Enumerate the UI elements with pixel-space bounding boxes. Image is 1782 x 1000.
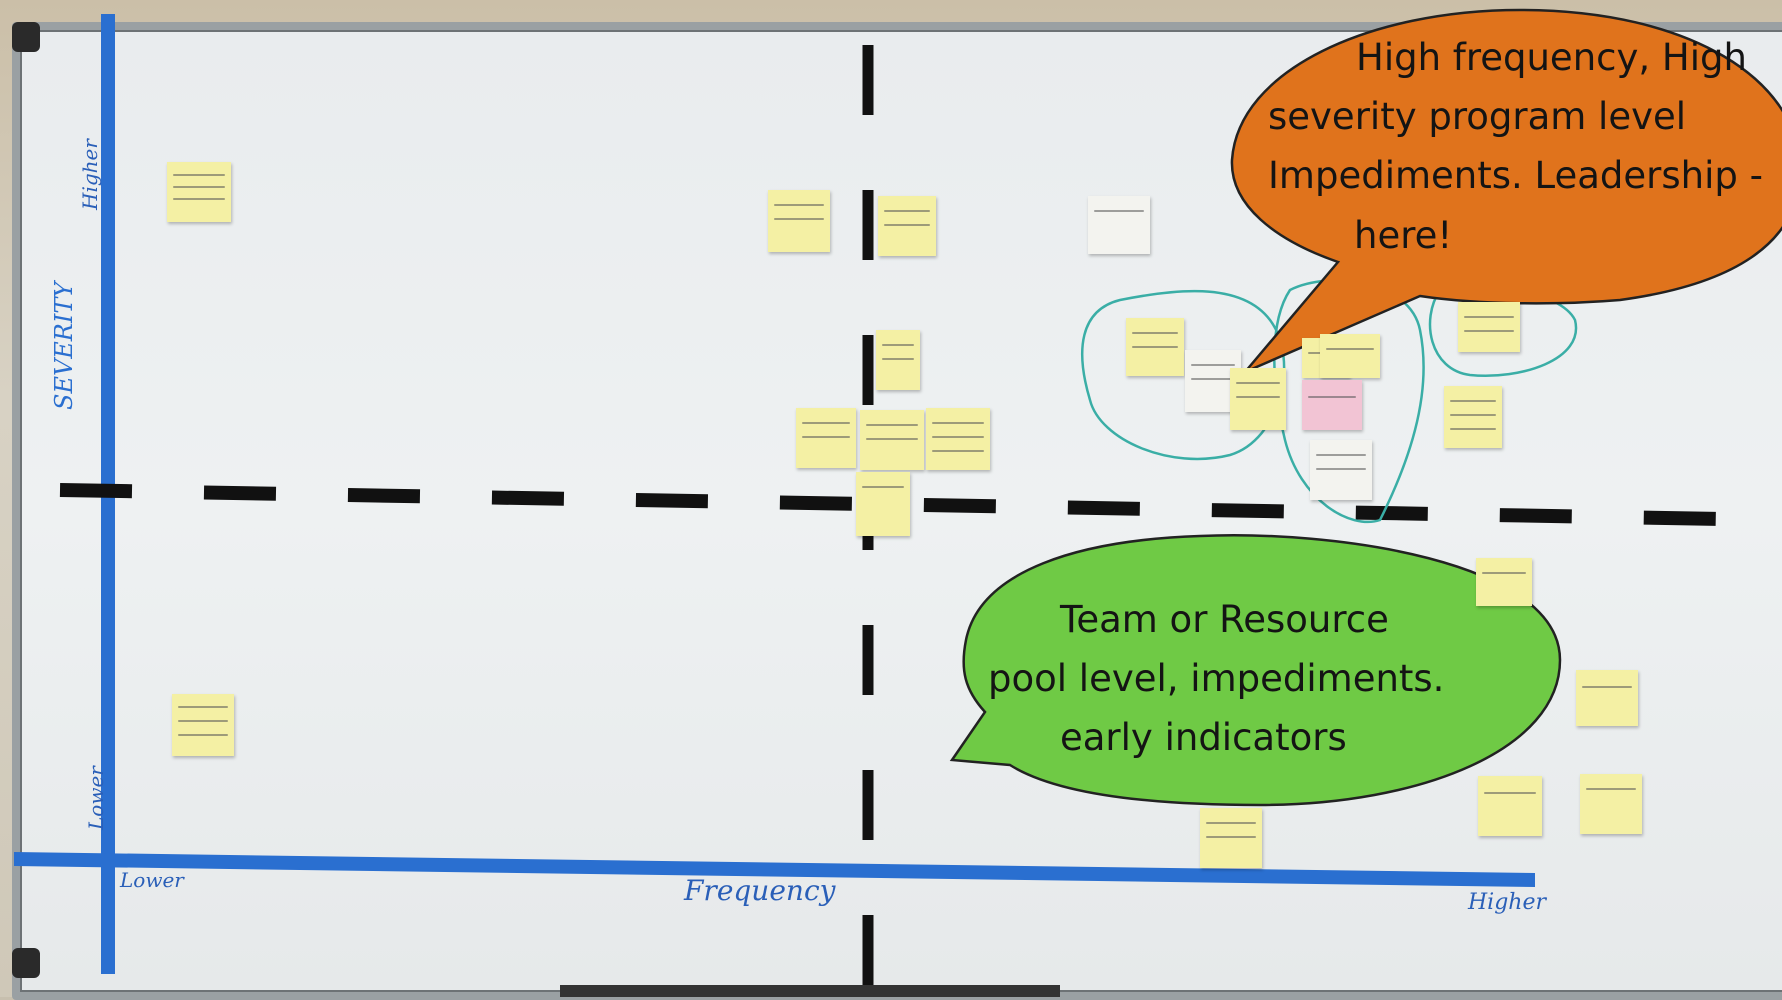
board-clip-bottom-left bbox=[12, 948, 40, 978]
orange-callout-line2: severity program level bbox=[1268, 95, 1687, 139]
sticky-note bbox=[1310, 440, 1372, 500]
sticky-note bbox=[1088, 196, 1150, 254]
teal-cluster-left bbox=[1080, 289, 1286, 461]
y-axis-low-label: Lower bbox=[84, 766, 108, 830]
sticky-note bbox=[1576, 670, 1638, 726]
sticky-note bbox=[1126, 318, 1184, 376]
marker-tray bbox=[560, 985, 1060, 997]
orange-callout-text: High frequency, High severity program le… bbox=[1268, 28, 1763, 265]
green-callout-text: Team or Resource pool level, impediments… bbox=[988, 590, 1444, 768]
y-axis-label: SEVERITY bbox=[50, 281, 78, 410]
x-axis-low-label: Lower bbox=[120, 868, 184, 892]
sticky-note bbox=[1230, 368, 1286, 430]
green-callout-line1: Team or Resource bbox=[1060, 598, 1389, 641]
sticky-note bbox=[1444, 386, 1502, 448]
sticky-note bbox=[1580, 774, 1642, 834]
sticky-note bbox=[1200, 808, 1262, 868]
green-callout-line3: early indicators bbox=[1060, 716, 1347, 760]
sticky-note bbox=[1476, 558, 1532, 606]
sticky-note bbox=[856, 472, 910, 536]
horizontal-divider bbox=[59, 483, 1782, 527]
sticky-note bbox=[876, 330, 920, 390]
orange-callout-line3: Impediments. Leadership - bbox=[1268, 154, 1764, 198]
sticky-note bbox=[796, 408, 856, 468]
sticky-note bbox=[1458, 302, 1520, 352]
sticky-note bbox=[1478, 776, 1542, 836]
sticky-note bbox=[1320, 334, 1380, 378]
sticky-note bbox=[768, 190, 830, 252]
sticky-note bbox=[167, 162, 231, 222]
sticky-note bbox=[878, 196, 936, 256]
sticky-note bbox=[926, 408, 990, 470]
orange-callout-line1: High frequency, High bbox=[1356, 36, 1747, 79]
board-clip-top-left bbox=[12, 22, 40, 52]
orange-callout bbox=[1230, 8, 1782, 374]
sticky-note bbox=[172, 694, 234, 756]
orange-callout-line4: here! bbox=[1354, 213, 1453, 257]
sticky-note bbox=[1302, 380, 1362, 430]
x-axis-tape bbox=[14, 852, 1535, 887]
x-axis-high-label: Higher bbox=[1468, 890, 1547, 915]
green-callout-line2: pool level, impediments. bbox=[988, 657, 1445, 701]
y-axis-high-label: Higher bbox=[78, 139, 102, 210]
sticky-note bbox=[860, 410, 924, 470]
x-axis-label: Frequency bbox=[684, 874, 836, 907]
